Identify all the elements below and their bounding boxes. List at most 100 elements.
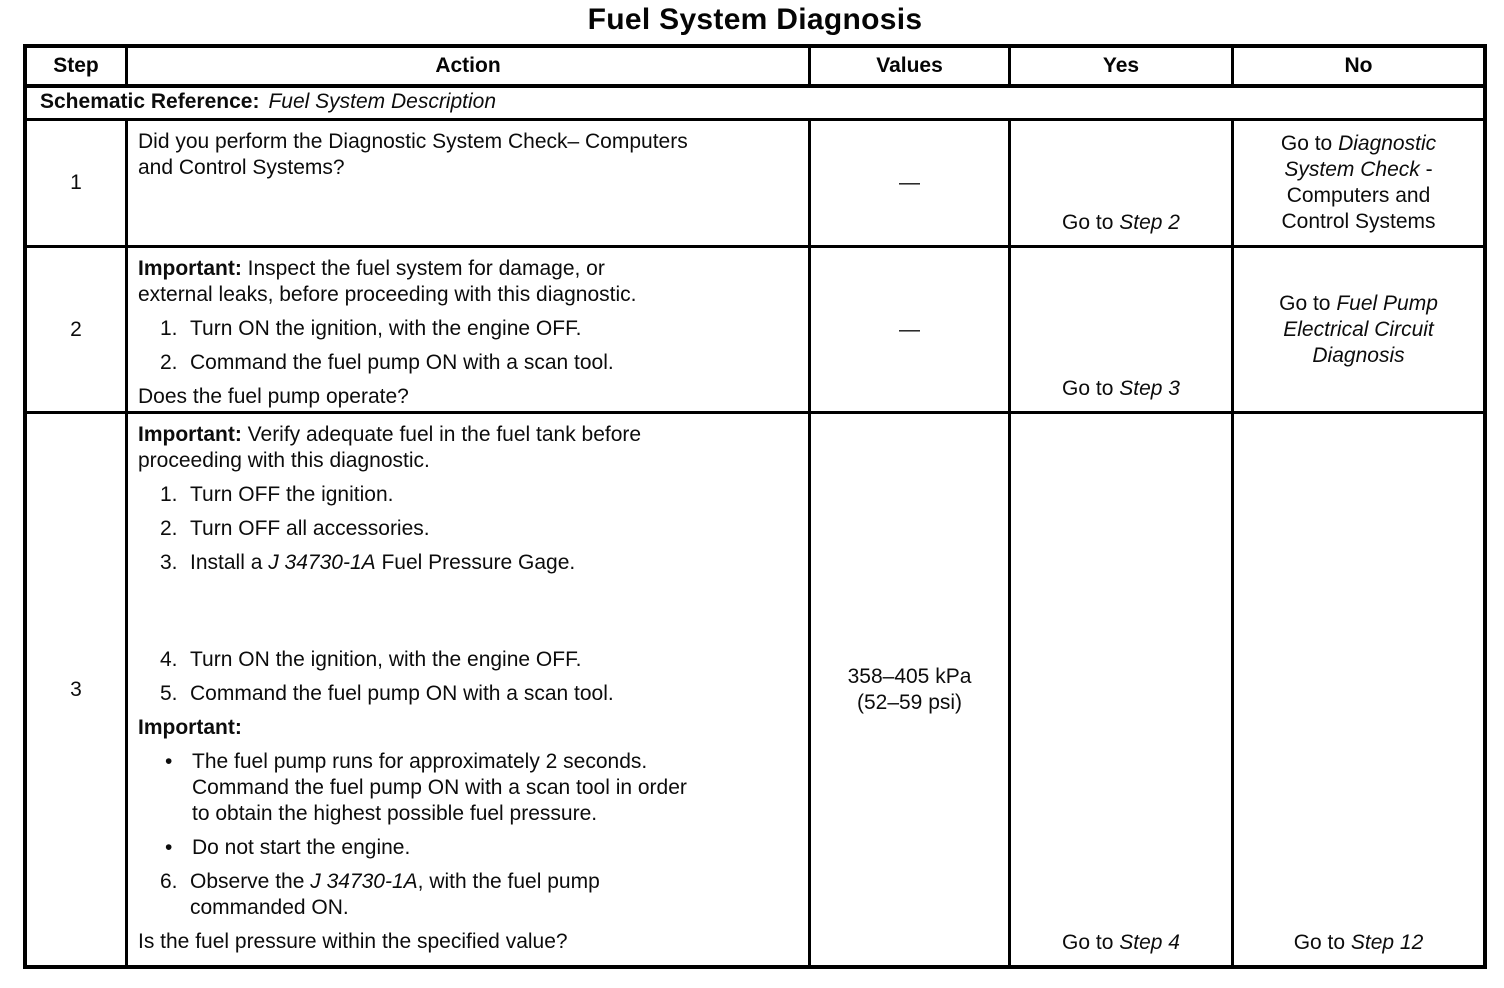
action-content-2: Important: Inspect the fuel system for d…	[128, 248, 808, 411]
text-run: Important:	[138, 257, 242, 280]
item-number: 2.	[160, 351, 178, 374]
text-run: Fuel Pressure Gage.	[375, 551, 576, 574]
column-header-values: Values	[811, 48, 1011, 88]
text-run: , with the fuel pump	[417, 870, 600, 893]
text-line: Go to Diagnostic	[1281, 131, 1436, 157]
no-cell-3: Go to Step 12	[1234, 414, 1483, 965]
text-run: Important:	[138, 716, 242, 739]
yes-cell-2: Go to Step 3	[1011, 248, 1234, 414]
text-run: 358–405 kPa	[847, 664, 972, 688]
text-run: Command the fuel pump ON with a scan too…	[192, 776, 687, 799]
text-line: Go to Step 12	[1294, 930, 1424, 956]
text-line: Electrical Circuit	[1283, 317, 1434, 343]
text-run: Important:	[138, 423, 242, 446]
page-title: Fuel System Diagnosis	[587, 3, 923, 36]
text-run: Go to	[1280, 132, 1339, 155]
text-run: Electrical Circuit	[1283, 317, 1434, 341]
yes-cell-1: Go to Step 2	[1011, 121, 1234, 248]
text-run: Control Systems	[1281, 210, 1436, 233]
text-line: Control Systems	[1281, 209, 1435, 235]
text-run: J 34730-1A	[268, 551, 376, 574]
step-cell-1: 1	[27, 121, 128, 248]
bullet-glyph: •	[165, 750, 173, 773]
column-header-action: Action	[128, 48, 811, 88]
text-run: System Check	[1284, 158, 1420, 181]
text-run: -	[1419, 158, 1433, 181]
text-line: Go to Step 4	[1062, 930, 1180, 956]
text-line: (52–59 psi)	[857, 690, 962, 716]
text-run: Verify adequate fuel in the fuel tank be…	[241, 423, 642, 446]
action-numbered-item: 4.Turn ON the ignition, with the engine …	[138, 647, 798, 673]
action-numbered-item: 2.Command the fuel pump ON with a scan t…	[138, 350, 798, 376]
item-text: Turn OFF all accessories.	[190, 516, 798, 542]
text-run: The fuel pump runs for approximately 2 s…	[192, 750, 648, 773]
text-run: —	[899, 171, 920, 194]
text-run: Observe the	[190, 870, 311, 893]
text-line: System Check -	[1284, 157, 1432, 183]
text-run: Step 2	[1119, 211, 1180, 234]
text-run: Install a	[190, 551, 269, 574]
action-question: Is the fuel pressure within the specifie…	[138, 929, 798, 955]
text-run: Command the fuel pump ON with a scan too…	[190, 682, 614, 705]
text-run: to obtain the highest possible fuel pres…	[192, 802, 598, 825]
text-run: Is the fuel pressure within the specifie…	[138, 930, 568, 953]
text-run: Turn ON the ignition, with the engine OF…	[190, 648, 582, 671]
item-text: Do not start the engine.	[192, 835, 798, 861]
values-cell-1: —	[811, 121, 1011, 248]
action-numbered-item: 1.Turn OFF the ignition.	[138, 482, 798, 508]
text-run: proceeding with this diagnostic.	[138, 449, 430, 472]
action-numbered-item: 5. Command the fuel pump ON with a scan t…	[138, 681, 798, 707]
column-header-no: No	[1234, 48, 1483, 88]
text-line: 358–405 kPa	[848, 664, 972, 690]
schematic-reference-row: Schematic Reference: Fuel System Descrip…	[27, 88, 1483, 121]
text-line: Computers and	[1287, 183, 1431, 209]
item-text: Command the fuel pump ON with a scan too…	[190, 681, 798, 707]
item-text: Turn ON the ignition, with the engine OF…	[190, 647, 798, 673]
text-run: Step 4	[1119, 931, 1180, 954]
text-line: —	[899, 317, 920, 343]
action-gap	[138, 584, 798, 639]
text-run: Does the fuel pump operate?	[138, 385, 409, 408]
item-number: 5.	[160, 682, 178, 705]
action-paragraph: Important: Inspect the fuel system for d…	[138, 256, 798, 308]
text-run: Step 3	[1119, 377, 1180, 400]
item-text: The fuel pump runs for approximately 2 s…	[192, 749, 798, 827]
column-header-step: Step	[27, 48, 128, 88]
action-content-3: Important: Verify adequate fuel in the f…	[128, 414, 808, 965]
item-text: Observe the J 34730-1A, with the fuel pu…	[190, 869, 798, 921]
text-line: Go to Fuel Pump	[1279, 291, 1438, 317]
text-run: commanded ON.	[190, 896, 349, 919]
action-paragraph: Did you perform the Diagnostic System Ch…	[138, 129, 798, 181]
text-run: Go to	[1062, 377, 1120, 400]
action-content-1: Did you perform the Diagnostic System Ch…	[128, 121, 808, 245]
schematic-reference-value: Fuel System Description	[268, 90, 497, 113]
values-cell-2: —	[811, 248, 1011, 414]
text-run: Computers and	[1286, 184, 1431, 207]
text-run: —	[899, 317, 920, 341]
step-cell-3: 3	[27, 414, 128, 965]
action-numbered-item: 2.Turn OFF all accessories.	[138, 516, 798, 542]
item-text: Turn OFF the ignition.	[190, 482, 798, 508]
action-cell-1: Did you perform the Diagnostic System Ch…	[128, 121, 811, 248]
action-paragraph: Important:	[138, 715, 798, 741]
text-run: Fuel Pump	[1336, 291, 1438, 315]
text-run: and Control Systems?	[138, 156, 345, 179]
action-numbered-item: 6.Observe the J 34730-1A, with the fuel …	[138, 869, 798, 921]
item-number: 3.	[160, 551, 178, 574]
text-line: Go to Step 2	[1062, 210, 1180, 236]
text-run: Did you perform the Diagnostic System Ch…	[138, 130, 688, 153]
action-bullet-item: • The fuel pump runs for approximately 2 …	[138, 749, 798, 827]
text-run: Turn ON the ignition, with the engine OF…	[190, 317, 582, 340]
action-cell-2: Important: Inspect the fuel system for d…	[128, 248, 811, 414]
text-run: Diagnostic	[1338, 132, 1437, 155]
text-run: (52–59 psi)	[856, 690, 963, 714]
text-run: external leaks, before proceeding with t…	[138, 283, 637, 306]
action-numbered-item: 3. Install a J 34730-1A Fuel Pressure Gag…	[138, 550, 798, 576]
schematic-reference-label: Schematic Reference:	[40, 90, 260, 113]
item-number: 1.	[160, 317, 178, 340]
text-line: —	[899, 170, 920, 196]
text-run: Diagnosis	[1312, 343, 1405, 367]
text-run: Turn OFF the ignition.	[190, 483, 394, 506]
